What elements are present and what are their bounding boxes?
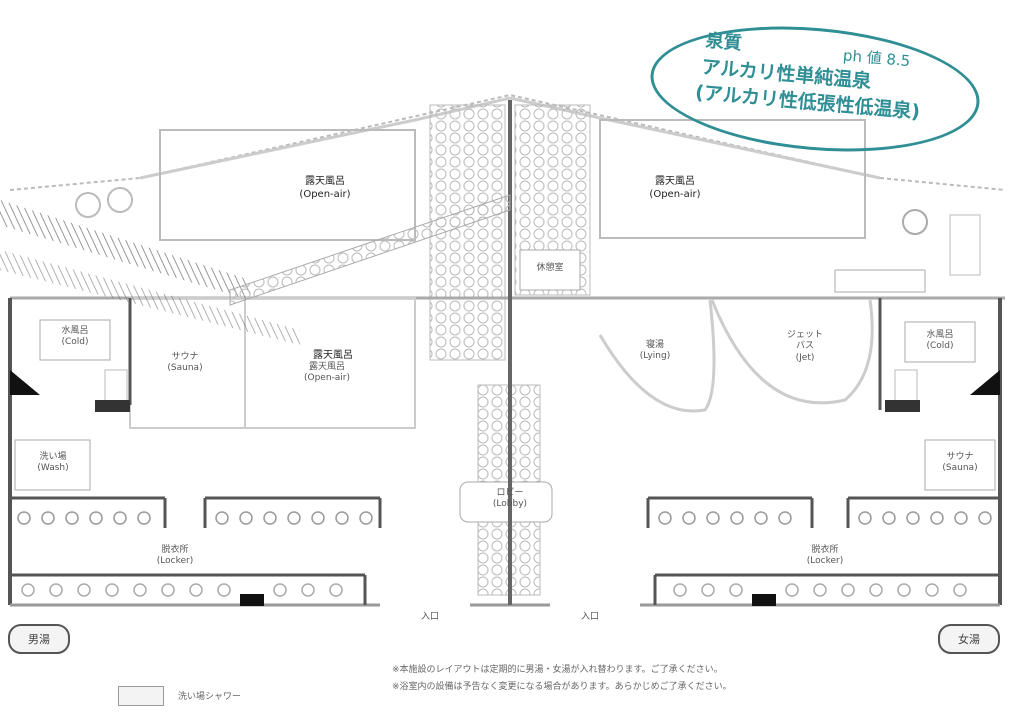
note-line-2: ※浴室内の設備は予告なく変更になる場合があります。あらかじめご了承ください。 [392, 682, 732, 692]
room-label-open-air-heading: 露天風呂 [313, 350, 353, 361]
room-label-right-open-air: 露天風呂 (Open-air) [649, 176, 701, 200]
spring-quality-title: 泉質 [704, 30, 743, 55]
room-label-right-jet-bath: ジェット バス (Jet) [786, 330, 823, 363]
entrance-label-left: 入口 [420, 612, 439, 622]
room-label-right-locker: 脱衣所 (Locker) [806, 545, 844, 567]
room-label-left-open-air: 露天風呂 (Open-air) [299, 176, 351, 200]
note-line-1: ※本施設のレイアウトは定期的に男湯・女湯が入れ替わります。ご了承ください。 [392, 665, 723, 675]
legend-label: 洗い場シャワー [178, 692, 242, 702]
entrance-label-right: 入口 [580, 612, 599, 622]
room-label-left-bath: 露天風呂 (Open-air) [303, 362, 351, 384]
notes: ※本施設のレイアウトは定期的に男湯・女湯が入れ替わります。ご了承ください。 ※浴… [392, 662, 992, 696]
room-label-left-cold: 水風呂 (Cold) [61, 326, 89, 348]
room-label-left-locker: 脱衣所 (Locker) [156, 545, 194, 567]
room-label-left-sauna: サウナ (Sauna) [167, 352, 203, 374]
room-label-right-cold: 水風呂 (Cold) [926, 330, 954, 352]
legend-swatch [118, 686, 164, 706]
gender-badge-left: 男湯 [8, 624, 70, 654]
room-label-lobby: ロビー (Lobby) [492, 488, 528, 510]
gender-badge-right: 女湯 [938, 624, 1000, 654]
room-label-left-wash: 洗い場 (Wash) [37, 452, 69, 474]
room-label-center: 休憩室 [536, 263, 564, 273]
room-label-right-sauna: サウナ (Sauna) [942, 452, 978, 474]
room-label-right-lying-bath: 寝湯 (Lying) [639, 340, 671, 362]
